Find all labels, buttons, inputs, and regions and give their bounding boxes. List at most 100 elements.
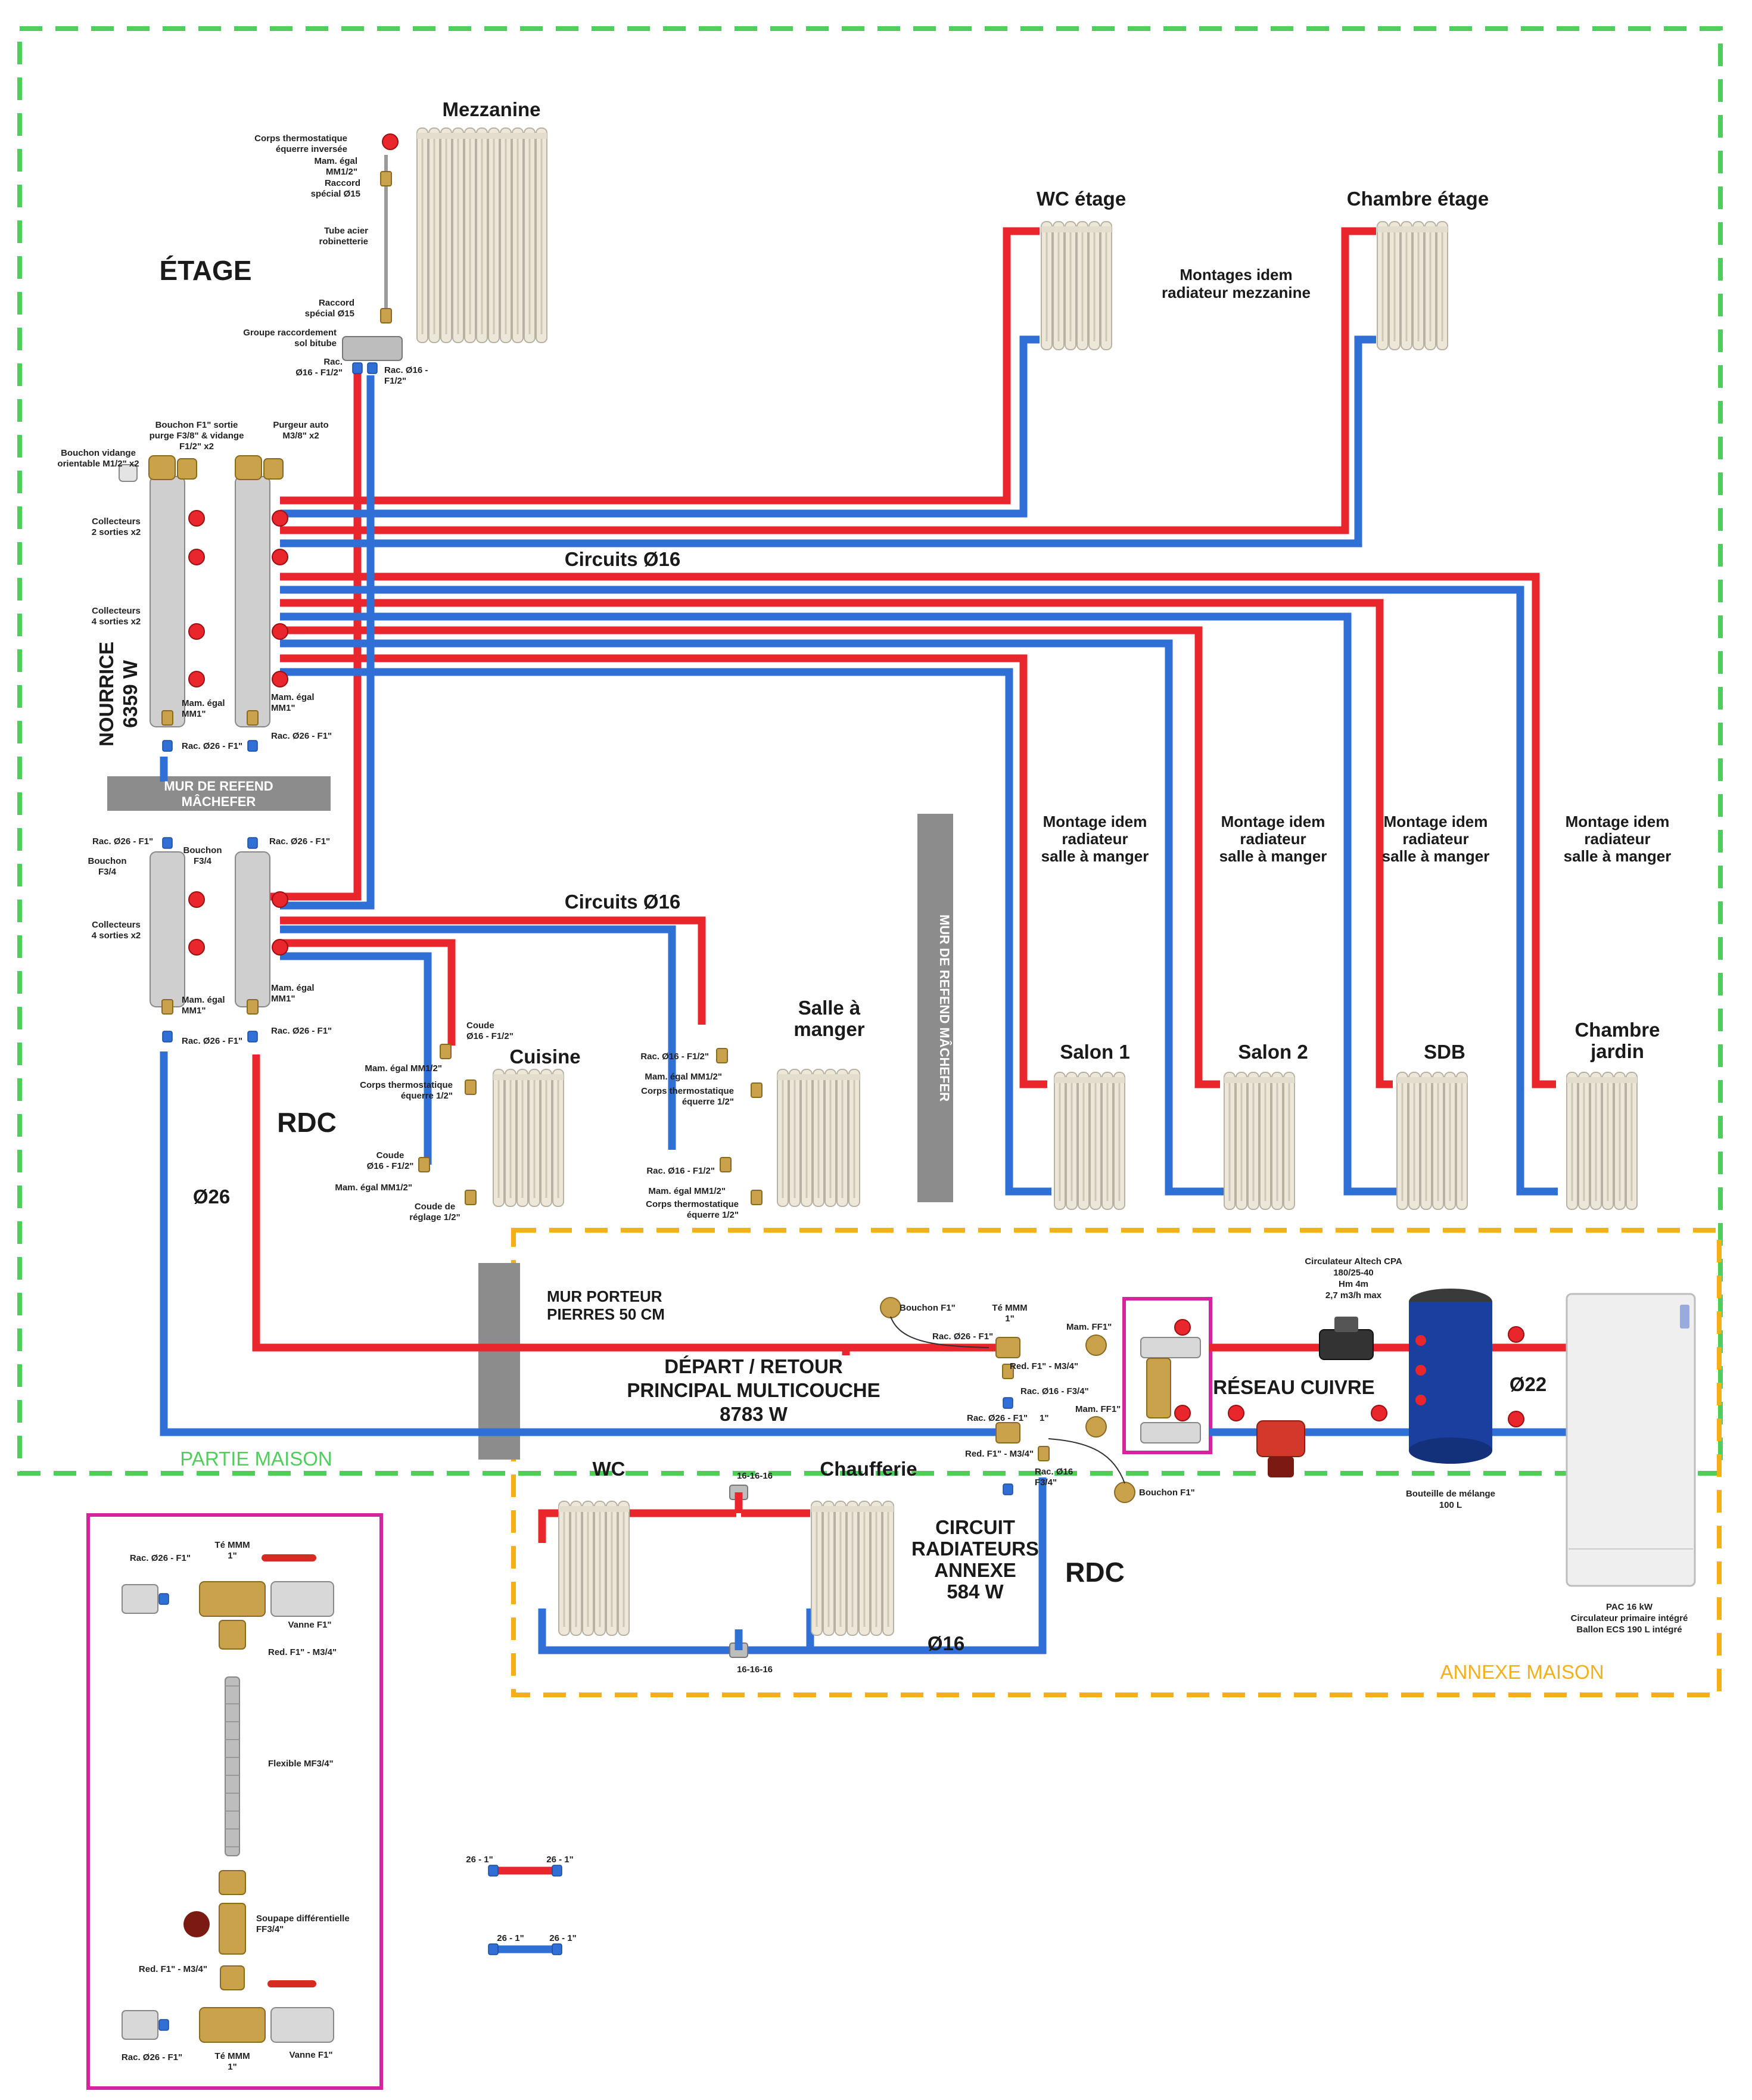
label-labels-d22: Ø22	[1510, 1373, 1546, 1395]
label-fittings-sam-mam: Mam. égal MM1/2"	[645, 1072, 722, 1082]
label-labels-chambre-etage: Chambre étage	[1347, 188, 1489, 210]
label-labels-rdc-annexe: RDC	[1065, 1557, 1125, 1588]
label-labels-partie-maison: PARTIE MAISON	[180, 1448, 332, 1470]
label-detail-flexible: Flexible MF3/4"	[268, 1759, 334, 1769]
radiator-salon-1	[1054, 1072, 1125, 1210]
annex-tees	[729, 1485, 748, 1658]
collector-icon	[150, 476, 270, 1007]
label-labels-legend-blue-1: 26 - 1"	[549, 1933, 576, 1943]
label-nourrice: NOURRICE6359 W	[95, 642, 141, 746]
label-labels-d26: Ø26	[193, 1186, 230, 1208]
label-fittings-sam-mam2: Mam. égal MM1/2"	[648, 1186, 726, 1196]
label-labels-circuits16-mid: Circuits Ø16	[565, 891, 680, 913]
label-detail-vanne-bot: Vanne F1"	[290, 2050, 333, 2060]
label-detail-rac26-bot: Rac. Ø26 - F1"	[122, 2052, 182, 2062]
label-fittings-rac26-l3: Rac. Ø26 - F1"	[182, 1036, 242, 1046]
label-labels-salon2: Salon 2	[1238, 1041, 1308, 1063]
heat-pump-icon	[1566, 1293, 1696, 1587]
nourrice-collectors	[119, 455, 288, 1043]
radiator-wc	[558, 1501, 630, 1636]
zone-partie-maison	[17, 26, 1723, 1476]
radiator-chambre-etage	[1377, 221, 1448, 350]
label-labels-legend-blue-0: 26 - 1"	[497, 1933, 524, 1943]
label-fittings-rac16-l: Rac.Ø16 - F1/2"	[295, 357, 343, 378]
radiators	[416, 127, 1638, 1636]
label-detail-red-top: Red. F1" - M3/4"	[268, 1647, 337, 1657]
radiator-salle-a-manger	[777, 1069, 860, 1207]
label-labels-wc: WC	[593, 1458, 626, 1480]
radiator-chaufferie	[811, 1501, 894, 1636]
label-fittings-te-1: 1"	[1040, 1413, 1048, 1423]
label-labels-t161616-bot: 16-16-16	[737, 1665, 773, 1675]
label-labels-t161616-top: 16-16-16	[737, 1471, 773, 1481]
label-fittings-bouchon-f1-a: Bouchon F1"	[900, 1303, 956, 1313]
label-labels-circuits16-top: Circuits Ø16	[565, 548, 680, 570]
wall-porteur	[478, 1263, 520, 1460]
label-fittings-rac26-r2: Rac. Ø26 - F1"	[269, 836, 330, 847]
radiator-wc-etage	[1041, 221, 1112, 350]
label-fittings-rac26-f1-b: Rac. Ø26 - F1"	[967, 1413, 1028, 1423]
zone-annexe-maison	[511, 1228, 1722, 1697]
label-fittings-mam-ff1-b: Mam. FF1"	[1075, 1404, 1121, 1414]
label-labels-legend-red-1: 26 - 1"	[546, 1855, 573, 1865]
radiator-sdb	[1396, 1072, 1468, 1210]
label-labels-etage: ÉTAGE	[159, 255, 251, 286]
detail-highlight	[1122, 1297, 1212, 1454]
label-mur-refend-vertical: MUR DE REFEND MÂCHEFER	[937, 914, 952, 1102]
label-labels-legend-red-0: 26 - 1"	[466, 1855, 493, 1865]
wall-refend-vertical	[917, 814, 953, 1202]
label-fittings-rac26-r: Rac. Ø26 - F1"	[271, 731, 332, 741]
supply-pipes	[252, 227, 1570, 1875]
radiator-mezzanine	[416, 127, 547, 343]
detail-components	[122, 1554, 334, 2043]
return-pipes	[160, 335, 1567, 1953]
label-fittings-rac26-r3: Rac. Ø26 - F1"	[271, 1026, 332, 1036]
label-labels-cuisine: Cuisine	[509, 1046, 580, 1068]
label-fittings-rac26-l: Rac. Ø26 - F1"	[182, 741, 242, 751]
label-fittings-rac16-r: Rac. Ø16 -F1/2"	[384, 365, 428, 386]
filter-icon	[1256, 1420, 1305, 1477]
label-fittings-sam-rac: Rac. Ø16 - F1/2"	[640, 1051, 709, 1062]
boiler-room-equipment	[880, 1289, 1696, 1587]
label-labels-sdb: SDB	[1424, 1041, 1465, 1063]
radiator-chambre-jardin	[1566, 1072, 1638, 1210]
label-fittings-mam-ff1-a: Mam. FF1"	[1066, 1322, 1112, 1332]
tank-icon	[1409, 1289, 1492, 1464]
label-labels-chaufferie: Chaufferie	[820, 1458, 917, 1480]
radiator-cuisine	[493, 1069, 564, 1207]
circulator-icon	[1319, 1317, 1374, 1360]
